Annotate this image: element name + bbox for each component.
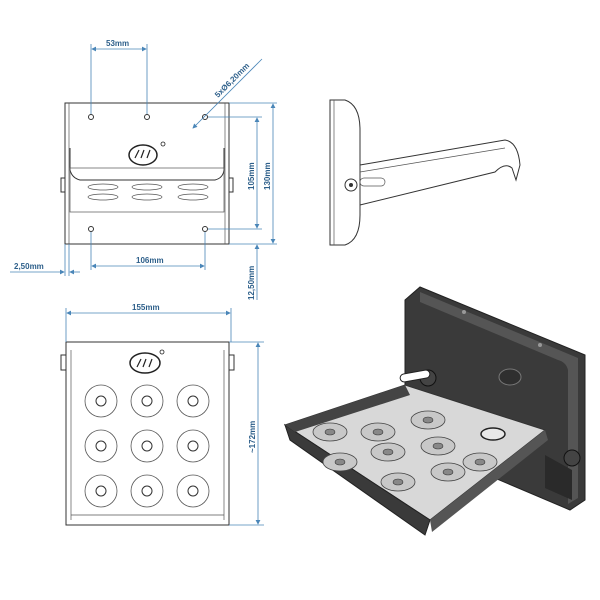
front-view <box>60 102 234 245</box>
isometric-studs <box>312 410 498 492</box>
side-view <box>329 99 521 246</box>
dim-53mm: 53mm <box>106 39 129 48</box>
brand-logo-icon <box>128 141 166 166</box>
stud-hole-icon <box>187 395 199 407</box>
stud-hole-icon <box>141 395 153 407</box>
stud-hole-icon <box>474 458 486 466</box>
dim-105mm: 105mm <box>247 162 256 190</box>
stud-hole-icon <box>95 395 107 407</box>
top-view <box>60 341 235 526</box>
top-dimensions: 155mm ~172mm <box>65 303 264 526</box>
stud-hole-icon <box>334 458 346 466</box>
dim-12-50mm: 12,50mm <box>247 266 256 300</box>
stud-hole-icon <box>95 440 107 452</box>
stud-hole-icon <box>382 448 394 456</box>
mounting-holes <box>88 114 208 232</box>
stud-hole-icon <box>432 442 444 450</box>
dim-130mm: 130mm <box>263 162 272 190</box>
stud-hole-icon <box>187 485 199 497</box>
stud-hole-icon <box>392 478 404 486</box>
brand-logo-icon <box>129 349 165 374</box>
stud-hole-icon <box>95 485 107 497</box>
stud-hole-icon <box>422 416 434 424</box>
dim-2-50mm: 2,50mm <box>14 262 44 271</box>
dim-172mm: ~172mm <box>248 421 257 453</box>
stud-hole-icon <box>187 440 199 452</box>
stud-hole-icon <box>372 428 384 436</box>
dim-155mm: 155mm <box>132 303 160 312</box>
dim-hole-diameter: 5xØ6,20mm <box>213 61 251 99</box>
stud-hole-icon <box>141 440 153 452</box>
slots <box>87 183 209 201</box>
stud-hole-icon <box>442 468 454 476</box>
stud-hole-icon <box>324 428 336 436</box>
anti-slip-studs <box>84 384 210 508</box>
isometric-view <box>283 286 586 536</box>
stud-hole-icon <box>141 485 153 497</box>
dim-106mm: 106mm <box>136 256 164 265</box>
